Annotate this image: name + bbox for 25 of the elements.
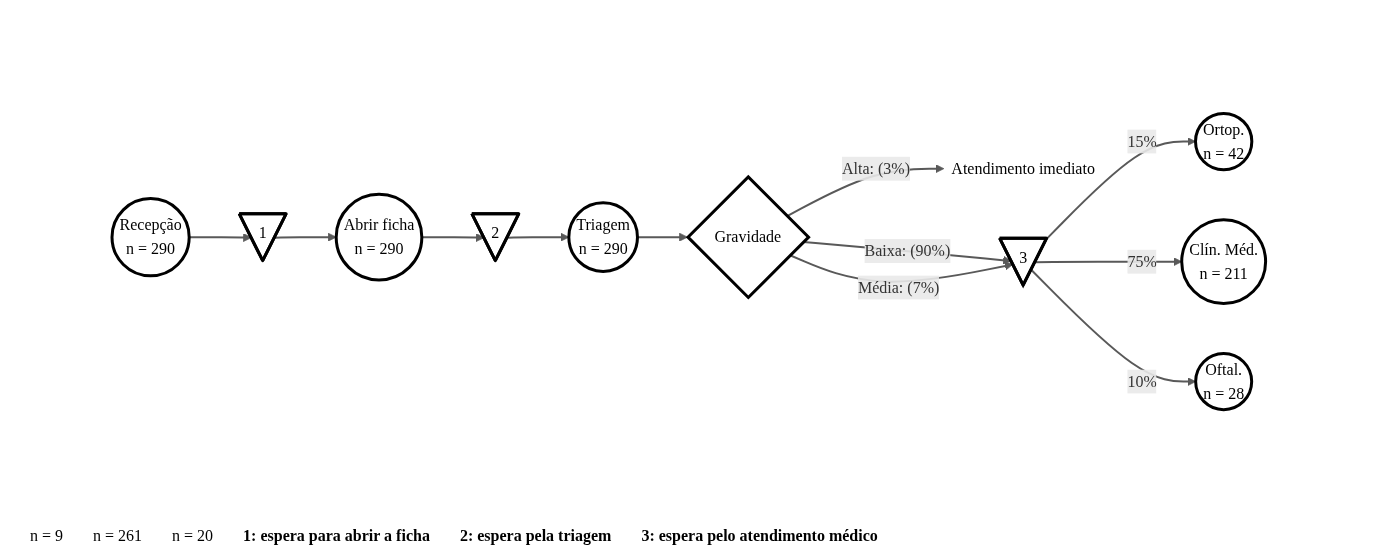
note-text: n = 9 <box>30 527 64 545</box>
edge-label: Baixa: (90%) <box>864 242 950 260</box>
note-text: 1: espera para abrir a ficha <box>243 527 430 545</box>
node-circle: Recepção n = 290 <box>110 197 191 278</box>
edge-label: Média: (7%) <box>857 278 939 296</box>
node-circle: Oftal. n = 28 <box>1193 352 1253 412</box>
edge-label: Alta: (3%) <box>841 159 910 177</box>
note-text: n = 261 <box>93 527 143 545</box>
note-text: 2: espera pela triagem <box>459 527 612 545</box>
arrow <box>506 232 569 242</box>
arrow <box>1030 269 1196 386</box>
edge-label: 75% <box>1127 252 1157 270</box>
node-circle: Triagem n = 290 <box>567 201 639 273</box>
arrow <box>273 232 337 242</box>
arrow <box>636 232 688 242</box>
note-text: 3: espera pelo atendimento médico <box>641 527 878 545</box>
edge-label: 10% <box>1127 372 1157 390</box>
node-text: Atendimento imediato <box>951 159 1095 177</box>
node-diamond: Gravidade <box>685 174 811 300</box>
node-circle: Clín. Méd. n = 211 <box>1179 218 1267 306</box>
arrow <box>1045 137 1196 240</box>
note-text: n = 20 <box>172 527 214 545</box>
edge-label: 15% <box>1127 132 1157 150</box>
node-circle: Abrir ficha n = 290 <box>334 192 423 282</box>
node-circle: Ortop. n = 42 <box>1193 111 1253 172</box>
